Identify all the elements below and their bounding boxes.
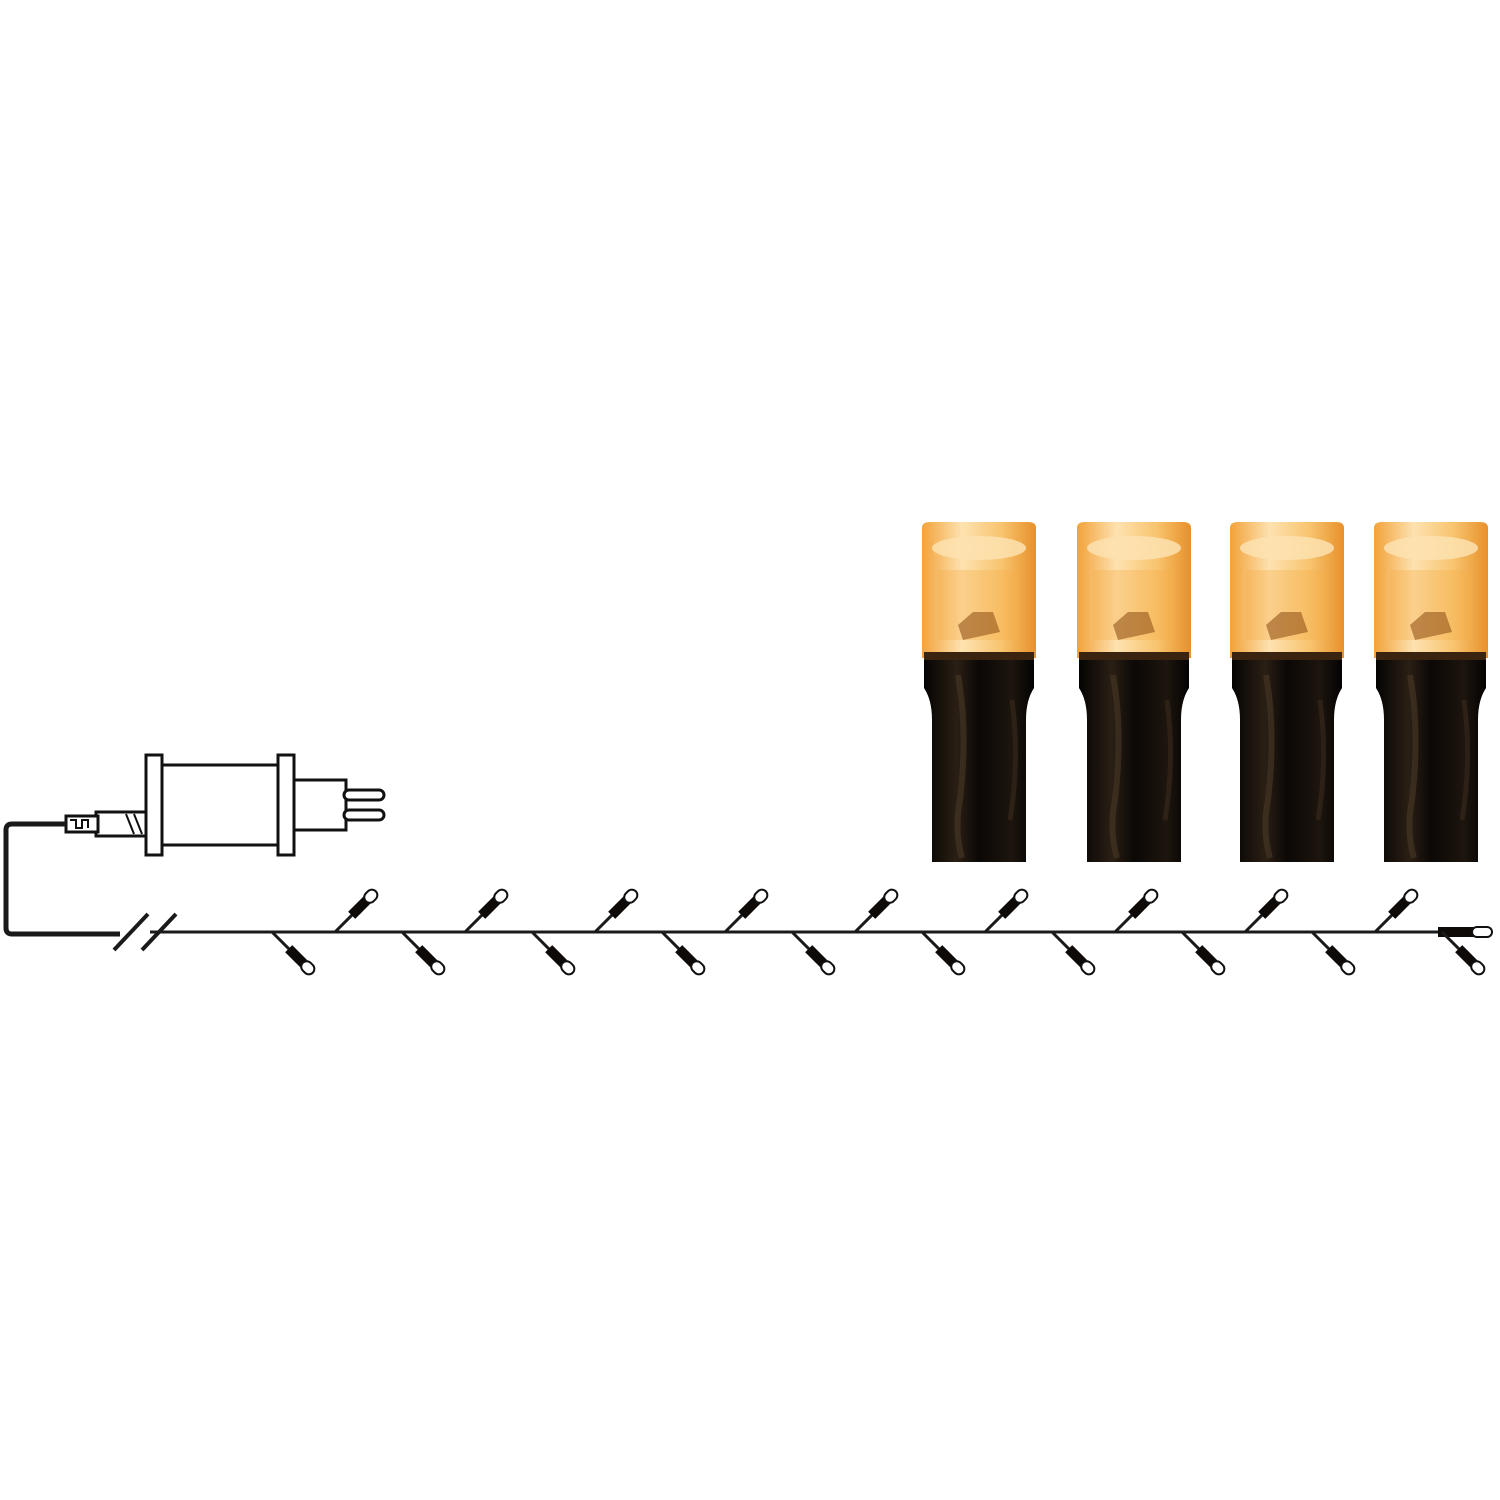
plug-pin-top [342, 788, 386, 802]
led-bulb-closeup [1077, 522, 1191, 862]
led-bulb-icon [593, 888, 639, 934]
led-bulb-icon [790, 930, 836, 976]
led-bulb-icon [1180, 930, 1226, 976]
led-bulb-closeup [1374, 522, 1488, 862]
led-bulb-icon [1243, 888, 1289, 934]
led-bulb-icon [660, 930, 706, 976]
adapter-flange-left [144, 753, 164, 857]
led-bulb-icon [1373, 888, 1419, 934]
led-bulb-icon [723, 888, 769, 934]
led-bulb-icon [1050, 930, 1096, 976]
led-bulb-icon [1113, 888, 1159, 934]
adapter-plug-housing [292, 778, 348, 832]
led-bulb-icon [270, 930, 316, 976]
led-bulb-icon [530, 930, 576, 976]
string-bulbs [270, 888, 1486, 976]
led-bulb-closeup [1230, 522, 1344, 862]
led-bulb-icon [853, 888, 899, 934]
plug-pin-bottom [342, 808, 386, 822]
led-bulb-icon [463, 888, 509, 934]
adapter-body [158, 763, 282, 847]
adapter-flange-right [276, 753, 296, 857]
led-bulb-closeup [922, 522, 1036, 862]
cable-break-icon [112, 912, 178, 952]
led-bulb-icon [920, 930, 966, 976]
led-bulb-icon [1310, 930, 1356, 976]
end-cap-icon [1438, 926, 1493, 938]
bulb-closeups [922, 522, 1488, 862]
lead-cable [3, 821, 120, 937]
led-bulb-icon [400, 930, 446, 976]
power-adapter-icon [64, 753, 386, 857]
led-bulb-icon [1440, 930, 1486, 976]
led-bulb-icon [333, 888, 379, 934]
led-bulb-icon [983, 888, 1029, 934]
